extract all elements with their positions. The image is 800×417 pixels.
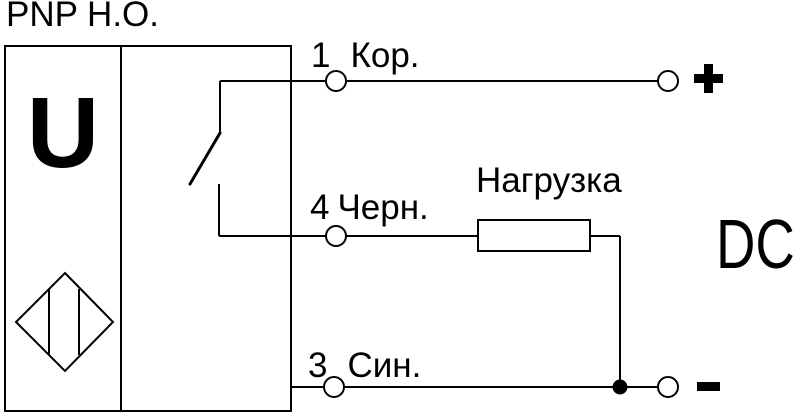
minus-bar [697,382,720,391]
wire-1-pin: 1 [311,36,331,75]
terminal-negative [657,376,679,398]
junction-dot [612,379,628,395]
plus-vertical-bar [704,64,713,93]
terminal-pin-1 [325,70,347,92]
wire-4-color: Черн. [337,188,429,227]
terminal-pin-4 [325,225,347,247]
dc-supply-label: DC [716,205,795,283]
voltage-symbol: U [26,77,100,189]
switch-blade [188,131,222,186]
plus-icon: + [694,64,723,93]
terminal-positive [657,70,679,92]
wire-4-pin: 4 [310,188,330,227]
terminal-pin-3 [323,376,345,398]
wire-3-color: Син. [347,346,422,385]
sensing-element-diamond-icon [14,271,115,373]
load-resistor [477,219,591,252]
diagram-title: PNP Н.О. [6,0,160,34]
load-label: Нагрузка [476,161,622,200]
wire-1-label: 1 Кор. [311,38,420,73]
wire-1-color: Кор. [350,36,420,75]
wire-3-label: 3 Син. [308,348,421,383]
wire-3-pin: 3 [308,346,328,385]
normally-open-switch-icon [188,81,222,236]
diamond-outline [14,271,115,373]
minus-icon: − [697,382,720,391]
sensor-body [4,45,292,412]
